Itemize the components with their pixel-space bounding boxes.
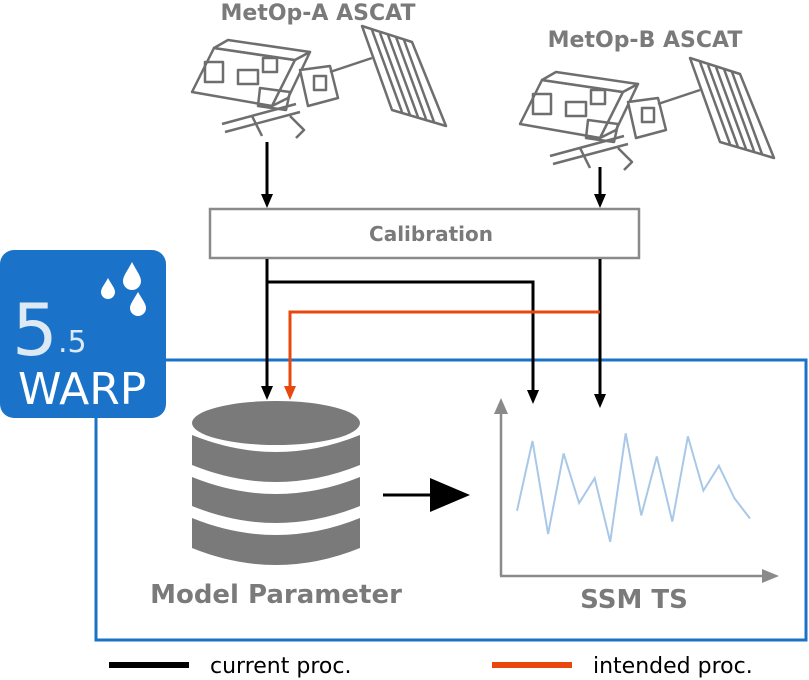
water-drops-icon <box>101 262 146 316</box>
current-proc-paths <box>265 259 602 396</box>
arrow-model-to-ssm <box>383 478 470 512</box>
warp-logo: 5 .5 WARP <box>0 250 166 418</box>
arrow-sat-a-to-calibration <box>261 142 273 208</box>
satellite-a-label: MetOp-A ASCAT <box>221 1 416 26</box>
legend-current-label: current proc. <box>210 654 351 679</box>
database-icon <box>192 401 360 565</box>
warp-frame <box>94 358 808 642</box>
calibration-label: Calibration <box>369 222 493 246</box>
arrow-to-ssm-b <box>594 394 606 408</box>
arrow-to-model-intended <box>284 386 296 400</box>
ssm-ts-label: SSM TS <box>580 585 688 615</box>
arrow-to-model-current <box>261 386 273 400</box>
warp-version-major: 5 <box>12 288 58 372</box>
warp-name: WARP <box>18 364 146 415</box>
satellite-b-label: MetOp-B ASCAT <box>548 28 743 53</box>
intended-proc-path <box>288 310 600 388</box>
legend: current proc. intended proc. <box>109 654 753 679</box>
ssm-series-line <box>516 433 751 543</box>
warp-version-minor: .5 <box>58 325 87 360</box>
model-parameter-label: Model Parameter <box>150 580 402 610</box>
ssm-plot-axes <box>494 398 779 583</box>
legend-intended-label: intended proc. <box>593 654 753 679</box>
arrow-sat-b-to-calibration <box>594 167 606 208</box>
arrow-to-ssm-a <box>527 390 539 404</box>
satellite-a-icon <box>190 24 448 139</box>
satellite-b-icon <box>518 56 776 171</box>
calibration-box <box>208 207 641 260</box>
